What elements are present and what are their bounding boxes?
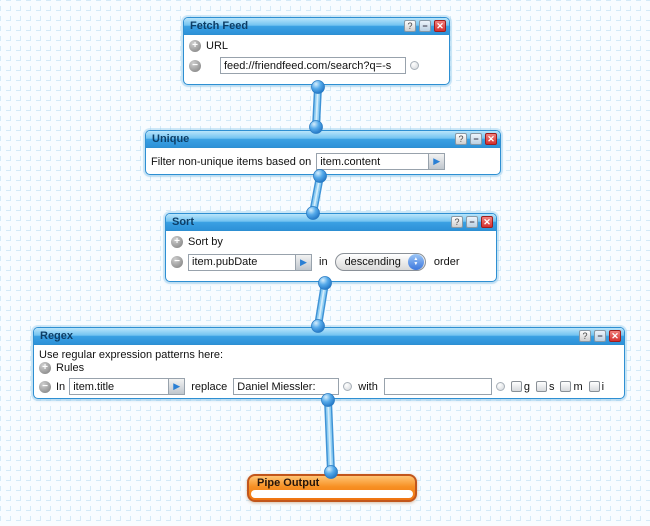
collapse-button[interactable]: − xyxy=(594,330,606,342)
pipe-regex-to-output[interactable] xyxy=(321,393,338,479)
module-fetch-feed[interactable]: Fetch Feed ? − ✕ + URL − xyxy=(183,17,450,85)
collapse-button[interactable]: − xyxy=(470,133,482,145)
add-icon[interactable]: + xyxy=(189,40,201,52)
module-title: Regex xyxy=(40,330,74,342)
with-label: with xyxy=(358,380,378,393)
module-header[interactable]: Fetch Feed ? − ✕ xyxy=(184,18,449,35)
field-picker-icon[interactable]: ▶ xyxy=(429,153,446,170)
remove-icon[interactable]: − xyxy=(171,256,183,268)
url-input[interactable] xyxy=(220,57,406,74)
wire-terminal[interactable] xyxy=(410,61,419,70)
collapse-button[interactable]: − xyxy=(419,20,431,32)
module-regex[interactable]: Regex ? − ✕ Use regular expression patte… xyxy=(33,327,625,399)
module-header[interactable]: Regex ? − ✕ xyxy=(34,328,624,345)
collapse-button[interactable]: − xyxy=(466,216,478,228)
help-button[interactable]: ? xyxy=(579,330,591,342)
rules-label: Rules xyxy=(56,362,85,374)
order-suffix-label: order xyxy=(433,256,460,268)
replace-label: replace xyxy=(191,380,228,393)
flag-s-checkbox[interactable] xyxy=(535,381,547,392)
add-icon[interactable]: + xyxy=(39,362,51,374)
module-title: Fetch Feed xyxy=(190,20,249,32)
help-button[interactable]: ? xyxy=(455,133,467,145)
add-icon[interactable]: + xyxy=(171,236,183,248)
remove-icon[interactable]: − xyxy=(39,380,51,393)
close-button[interactable]: ✕ xyxy=(485,133,497,145)
wire-terminal[interactable] xyxy=(495,382,505,391)
flag-g-checkbox[interactable] xyxy=(510,381,522,392)
regex-description: Use regular expression patterns here: xyxy=(39,349,224,361)
module-title: Pipe Output xyxy=(257,477,320,489)
flag-m-checkbox[interactable] xyxy=(560,381,572,392)
pipe-unique-to-sort[interactable] xyxy=(306,169,327,220)
regex-source-input[interactable] xyxy=(69,378,170,395)
pipe-output-body xyxy=(251,490,413,498)
filter-label: Filter non-unique items based on xyxy=(151,155,312,168)
module-unique[interactable]: Unique ? − ✕ Filter non-unique items bas… xyxy=(145,130,501,175)
order-select-value: descending xyxy=(344,256,401,268)
unique-field-input[interactable] xyxy=(316,153,430,170)
flag-i-checkbox[interactable] xyxy=(588,381,600,392)
module-title: Unique xyxy=(152,133,190,145)
url-label: URL xyxy=(206,40,229,52)
select-arrows-icon: ▲▼ xyxy=(407,254,424,270)
field-picker-icon[interactable]: ▶ xyxy=(296,253,312,271)
module-header[interactable]: Unique ? − ✕ xyxy=(146,131,500,148)
close-button[interactable]: ✕ xyxy=(434,20,446,32)
flag-m-label: m xyxy=(573,380,583,393)
module-header[interactable]: Sort ? − ✕ xyxy=(166,214,496,231)
remove-icon[interactable]: − xyxy=(189,59,201,72)
field-picker-icon[interactable]: ▶ xyxy=(169,378,186,395)
wire-terminal[interactable] xyxy=(343,382,353,391)
pipe-fetchfeed-to-unique[interactable] xyxy=(309,80,325,134)
sort-by-label: Sort by xyxy=(188,236,223,248)
regex-replacement-input[interactable] xyxy=(383,378,492,395)
in-label: in xyxy=(319,256,328,268)
close-button[interactable]: ✕ xyxy=(481,216,493,228)
pipe-sort-to-regex[interactable] xyxy=(311,276,332,333)
close-button[interactable]: ✕ xyxy=(609,330,621,342)
regex-pattern-input[interactable] xyxy=(233,378,340,395)
flag-i-label: i xyxy=(601,380,605,393)
in-label: In xyxy=(56,380,66,393)
help-button[interactable]: ? xyxy=(404,20,416,32)
order-select[interactable]: descending ▲▼ xyxy=(334,253,426,271)
help-button[interactable]: ? xyxy=(451,216,463,228)
flag-g-label: g xyxy=(523,380,530,393)
module-sort[interactable]: Sort ? − ✕ + Sort by − ▶ in descending xyxy=(165,213,497,282)
sort-field-input[interactable] xyxy=(188,253,296,271)
flag-s-label: s xyxy=(548,380,555,393)
module-title: Sort xyxy=(172,216,194,228)
